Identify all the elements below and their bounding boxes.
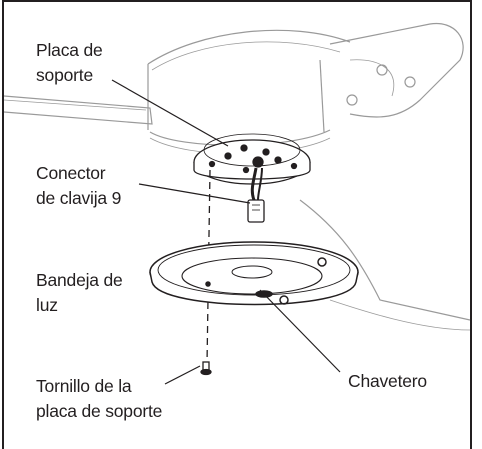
- mounting-screw: [200, 361, 212, 376]
- light-tray: [149, 241, 359, 306]
- label-placa-de-soporte: Placa de soporte: [36, 38, 103, 88]
- label-line: Bandeja de: [36, 270, 123, 290]
- label-line: Tornillo de la: [36, 376, 132, 396]
- label-chavetero: Chavetero: [348, 369, 427, 394]
- fan-body: [3, 22, 471, 331]
- label-line: Placa de: [36, 40, 103, 60]
- label-tornillo-placa-de-soporte: Tornillo de la placa de soporte: [36, 374, 162, 424]
- figure-frame: [2, 0, 472, 449]
- label-bandeja-de-luz: Bandeja de luz: [36, 268, 123, 318]
- label-conector-de-clavija: Conector de clavija 9: [36, 161, 121, 211]
- label-line: de clavija 9: [36, 188, 122, 208]
- label-line: Chavetero: [348, 371, 427, 391]
- label-line: Conector: [36, 163, 106, 183]
- mounting-plate: [193, 133, 311, 185]
- label-line: luz: [36, 295, 58, 315]
- leader-lines: [111, 79, 341, 385]
- label-line: soporte: [36, 65, 93, 85]
- label-line: placa de soporte: [36, 401, 163, 421]
- plug-connector: [247, 167, 265, 223]
